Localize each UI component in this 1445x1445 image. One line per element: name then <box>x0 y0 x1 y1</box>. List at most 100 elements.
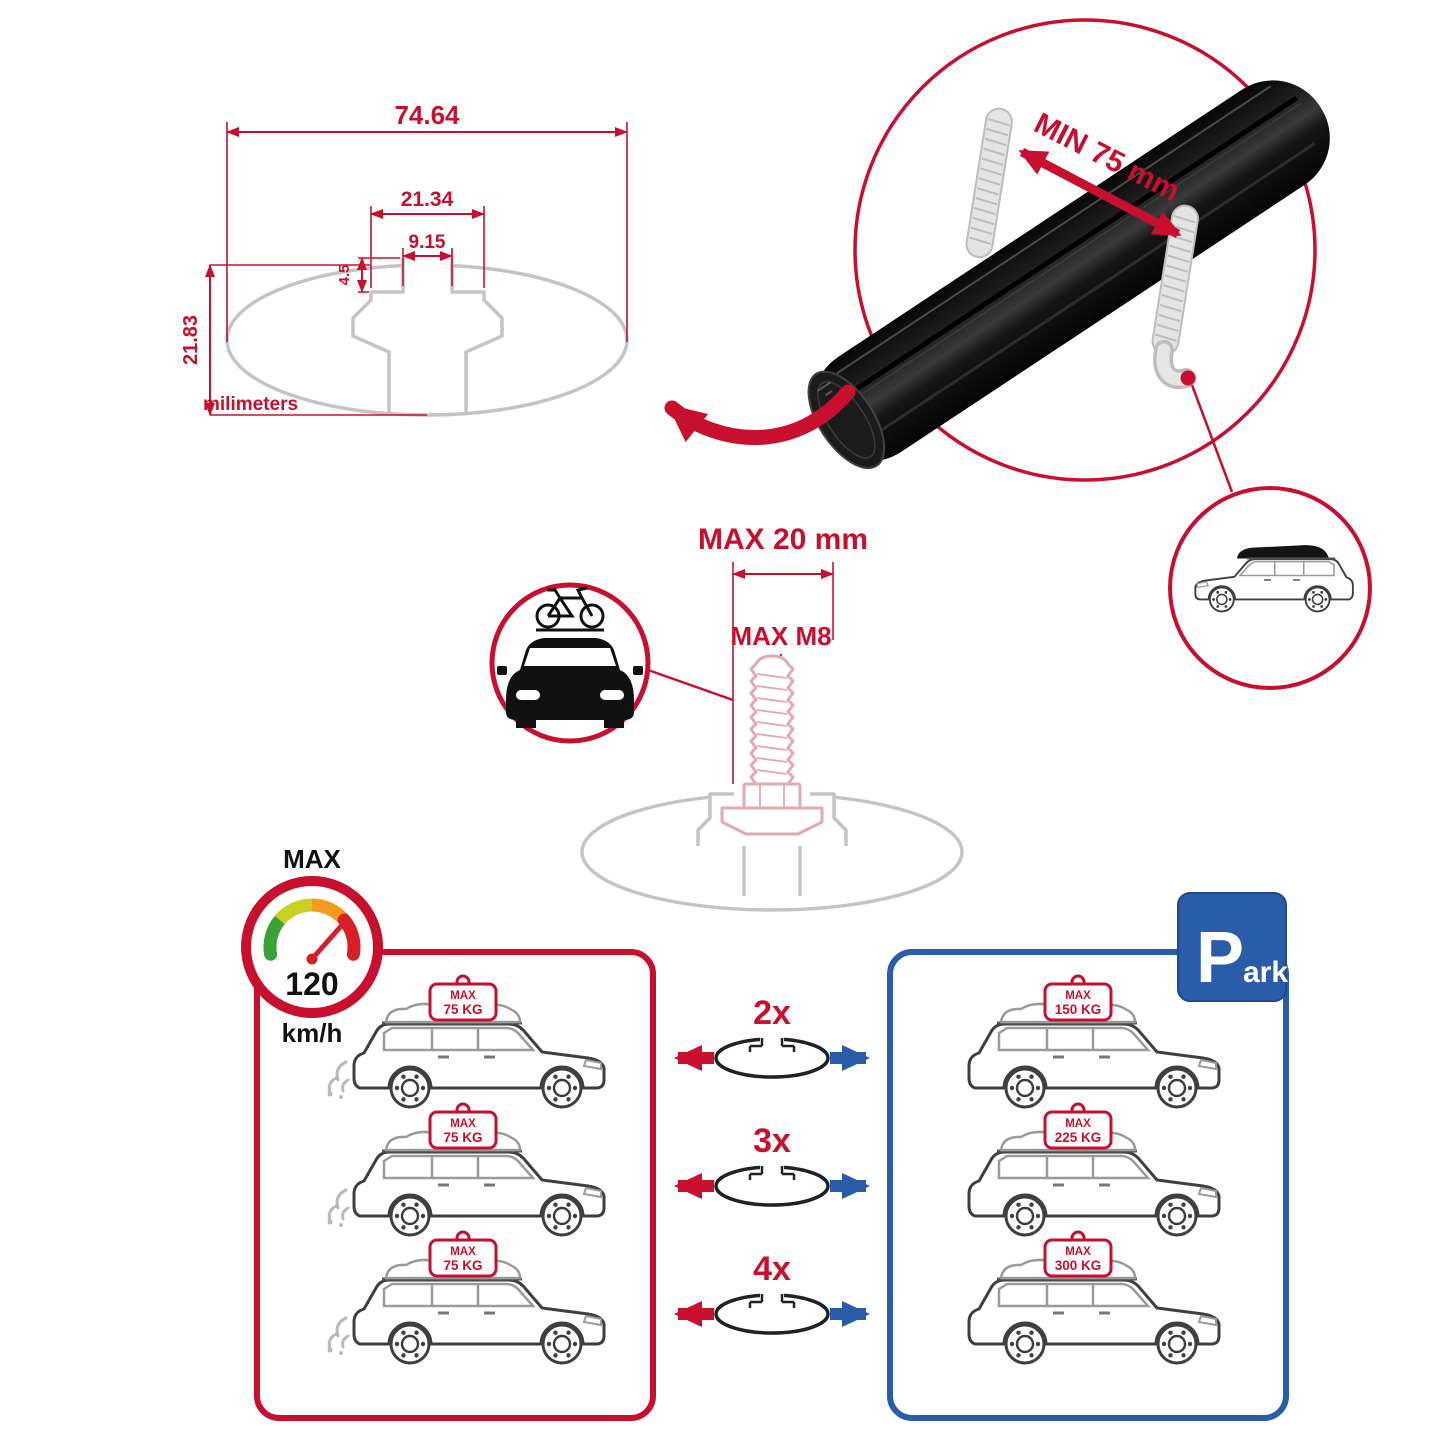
headlight-right <box>600 690 624 700</box>
load-badge-left-1: MAX 75 KG <box>428 974 498 1022</box>
bar-icon-row3 <box>714 1293 830 1335</box>
slot-profile-left <box>351 258 405 412</box>
profile-ellipse <box>225 263 629 417</box>
badge-max-label: MAX <box>450 1118 476 1130</box>
gauge-needle <box>309 922 345 962</box>
bike-car-circle <box>489 582 734 744</box>
crossbar-body <box>813 80 1330 462</box>
bar-icon-slot-row2 <box>748 1166 796 1180</box>
bolt-t-plate <box>720 806 824 836</box>
multiplier-row3: 4x <box>753 1250 791 1288</box>
speed-unit: km/h <box>282 1018 343 1048</box>
bolt-head <box>742 782 802 810</box>
load-badge-right-2: MAX 225 KG <box>1043 1102 1113 1150</box>
bar-icon-slot-row1 <box>748 1038 796 1052</box>
units-label: milimeters <box>203 394 298 415</box>
park-letter: P <box>1196 918 1244 998</box>
crossbar-groove-edge <box>845 103 1301 406</box>
bike-circle-leader <box>647 668 734 702</box>
load-badge-left-2: MAX 75 KG <box>428 1102 498 1150</box>
per-bar-cars: MAX 75 KG MAX 75 KG MAX 75 KG <box>326 974 605 1363</box>
mirror-right <box>633 666 643 675</box>
row-connectors: 2x 3x 4x <box>674 994 870 1335</box>
bar-icon-mask-row2 <box>760 1163 784 1171</box>
load-badge-right-3: MAX 300 KG <box>1043 1230 1113 1278</box>
dim-label-total-width: 74.64 <box>394 100 460 130</box>
multiplier-row1: 2x <box>753 994 791 1032</box>
max-thread-label: MAX M8 <box>730 621 831 651</box>
dim-label-total-height: 21.83 <box>180 315 202 365</box>
bolt-head-facets <box>759 784 785 808</box>
total-cars: MAX 150 KG MAX 225 KG MAX 300 KG <box>969 974 1219 1363</box>
speed-max-label: MAX <box>283 844 341 874</box>
bolt-profile-slot <box>696 792 848 896</box>
wheel-left <box>516 720 536 728</box>
bolt-detail-section: MAX 20 mm MAX M8 <box>489 523 964 912</box>
ext-lines-total-width <box>226 122 628 342</box>
roof-box-car-circle <box>1168 486 1372 690</box>
multiplier-row2: 3x <box>753 1122 791 1160</box>
gauge-arcs <box>263 898 361 961</box>
crossbar-lower-sheen <box>872 142 1316 437</box>
bar-detail-section: MIN 75 mm <box>664 18 1372 690</box>
bar-icon-mask-row3 <box>760 1291 784 1299</box>
ext-lines-slot-outer <box>370 206 485 288</box>
gauge-arc-red <box>337 913 361 961</box>
hook-marker-dot <box>1180 370 1196 386</box>
ext-lines-total-height <box>210 264 427 416</box>
load-badge-right-1: MAX 150 KG <box>1043 974 1113 1022</box>
ext-lines-slot-depth <box>358 257 400 293</box>
bolt <box>720 654 824 836</box>
windshield <box>524 648 616 666</box>
dim-label-slot-outer: 21.34 <box>401 188 454 211</box>
wheel-right <box>604 720 624 728</box>
min-clearance-arrow <box>1018 148 1182 238</box>
speed-value: 120 <box>285 966 338 1002</box>
crossbar-end-cap <box>807 370 886 470</box>
badge-weight-value: 75 KG <box>443 1258 482 1273</box>
gauge-arc-yellow <box>274 898 313 925</box>
leader-to-car-circle <box>1190 384 1234 493</box>
end-cap-detail <box>817 381 876 459</box>
gauge-pivot <box>306 953 318 965</box>
dim-label-slot-inner: 9.15 <box>409 232 446 253</box>
bar-icon-row1 <box>714 1037 830 1079</box>
load-chart-section: 2x 3x 4x MAX 75 KG <box>241 844 1289 1421</box>
end-cap-slot-hint <box>817 381 833 397</box>
car-front-icon <box>497 628 643 728</box>
bar-icon-slot-row3 <box>748 1294 796 1308</box>
bolt-thread-lines <box>756 673 788 775</box>
park-suffix: ark <box>1243 956 1288 989</box>
bar-icon-mask-row1 <box>760 1035 784 1043</box>
badge-weight-value: 225 KG <box>1055 1130 1102 1145</box>
badge-max-label: MAX <box>450 990 476 1002</box>
slot-profile-right <box>450 258 504 412</box>
crossbar <box>807 80 1330 470</box>
park-sign: P ark <box>1177 892 1288 1002</box>
badge-max-label: MAX <box>1065 1246 1091 1258</box>
badge-weight-value: 300 KG <box>1055 1258 1102 1273</box>
load-badge-left-3: MAX 75 KG <box>428 1230 498 1278</box>
badge-max-label: MAX <box>1065 990 1091 1002</box>
badge-weight-value: 75 KG <box>443 1130 482 1145</box>
badge-weight-value: 75 KG <box>443 1002 482 1017</box>
max-width-label: MAX 20 mm <box>698 523 868 556</box>
dim-label-slot-depth: 4.5 <box>336 265 353 286</box>
bar-icon-row2 <box>714 1165 830 1207</box>
badge-max-label: MAX <box>1065 1118 1091 1130</box>
roof-box <box>1236 545 1329 559</box>
park-sign-plate <box>1177 892 1287 1002</box>
roof-box-car <box>1195 545 1353 611</box>
dimension-diagram: 74.64 21.34 9.15 4.5 21.83 milimeters <box>180 100 629 417</box>
speed-limit-gauge: MAX 120 km/h <box>241 844 383 1048</box>
cross-section-arrow <box>664 384 856 445</box>
badge-weight-value: 150 KG <box>1055 1002 1102 1017</box>
gauge-arc-green <box>263 913 287 961</box>
headlight-left <box>516 690 540 700</box>
badge-max-label: MAX <box>450 1246 476 1258</box>
bike-icon <box>535 586 605 629</box>
bolt-thread <box>749 654 795 786</box>
crossbar-groove <box>840 95 1298 401</box>
